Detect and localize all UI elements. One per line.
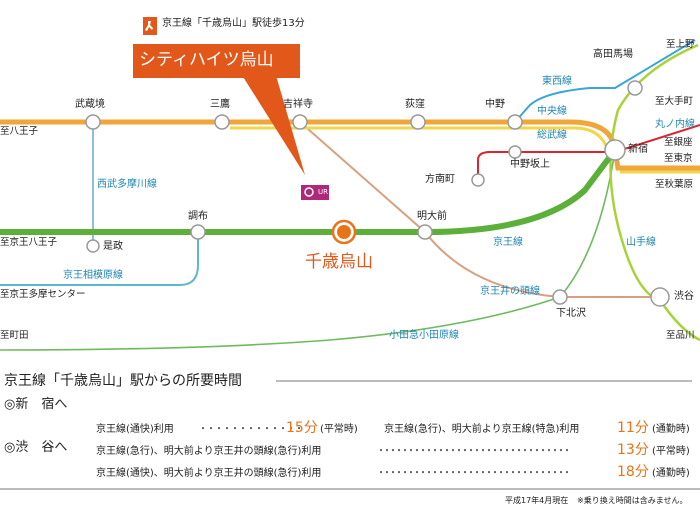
dest-shibuya: ◎渋 谷へ bbox=[4, 440, 68, 455]
line-label-odakyu: 小田急小田原線 bbox=[389, 330, 459, 341]
station-takadanobaba: 高田馬場 bbox=[593, 49, 633, 60]
station-marker-shimokitazawa bbox=[552, 289, 568, 305]
terminal-tokyo: 至東京 bbox=[664, 153, 693, 164]
ur-logo-text: UR bbox=[318, 188, 328, 196]
row2-route: 京王線(急行)、明大前より京王井の頭線(急行)利用 bbox=[96, 446, 322, 457]
station-marker-takadanobaba bbox=[627, 80, 643, 96]
line-label-yamanote: 山手線 bbox=[626, 237, 656, 248]
travel-title: 京王線「千歳烏山」駅からの所要時間 bbox=[4, 373, 242, 389]
station-marker-mitaka bbox=[214, 114, 230, 130]
terminal-ueno: 至上野 bbox=[666, 39, 695, 50]
station-nakano-sakaue: 中野坂上 bbox=[510, 159, 550, 170]
station-kichijoji: 吉祥寺 bbox=[283, 99, 313, 110]
property-callout-pointer bbox=[240, 72, 305, 175]
property-name: シティハイツ烏山 bbox=[139, 50, 274, 70]
walk-time-note: 京王線「千歳烏山」駅徒歩13分 bbox=[162, 18, 305, 29]
station-marker-honancho bbox=[471, 173, 485, 187]
property-label-box: シティハイツ烏山 bbox=[133, 44, 300, 78]
station-honancho: 方南町 bbox=[425, 174, 455, 185]
row2-note: (平常時) bbox=[652, 446, 690, 457]
terminal-machida: 至町田 bbox=[0, 330, 29, 341]
station-mitaka: 三鷹 bbox=[210, 99, 230, 110]
line-label-keio-sagamihara: 京王相模原線 bbox=[63, 270, 123, 281]
target-station-dot bbox=[337, 225, 351, 239]
station-markers bbox=[85, 80, 670, 307]
terminal-akihabara: 至秋葉原 bbox=[655, 179, 694, 190]
station-shinjuku: 新宿 bbox=[628, 144, 648, 155]
row1-time2: 11分 bbox=[617, 420, 649, 436]
odakyu-line bbox=[0, 149, 616, 351]
row1-route: 京王線(通快)利用 bbox=[96, 424, 174, 435]
station-marker-shibuya bbox=[650, 287, 670, 307]
station-marker-koremasa bbox=[86, 239, 100, 253]
station-marker-ogikubo bbox=[410, 114, 426, 130]
terminal-shinagawa: 至品川 bbox=[666, 330, 695, 341]
row3-route: 京王線(通快)、明大前より京王井の頭線(急行)利用 bbox=[96, 468, 322, 479]
line-label-seibu-tamagawa: 西武多摩川線 bbox=[97, 179, 157, 190]
station-nakano: 中野 bbox=[485, 99, 505, 110]
station-meidaimae: 明大前 bbox=[417, 211, 447, 222]
footnote-date: 平成17年4月現在 bbox=[505, 496, 569, 505]
row1-time: 15分 bbox=[286, 420, 318, 436]
line-label-marunouchi: 丸ノ内線 bbox=[655, 119, 695, 130]
row3-dots: ・・・・・・・・・・・・・・・・・・・・・・・・・・・・・・・・ bbox=[376, 468, 572, 479]
terminal-keio-hachioji: 至京王八王子 bbox=[0, 237, 58, 248]
terminal-ginza: 至銀座 bbox=[664, 137, 693, 148]
station-marker-nakano bbox=[507, 114, 523, 130]
terminal-tama-center: 至京王多摩センター bbox=[0, 289, 86, 300]
station-marker-kichijoji bbox=[292, 114, 308, 130]
footnote-transfer: ※乗り換え時間は含みません。 bbox=[577, 496, 688, 505]
marunouchi-line bbox=[477, 124, 700, 180]
row2-dots: ・・・・・・・・・・・・・・・・・・・・・・・・・・・・・・・・ bbox=[376, 446, 572, 457]
line-label-tozai: 東西線 bbox=[542, 76, 572, 87]
terminal-hachioji: 至八王子 bbox=[0, 126, 39, 137]
dest-shinjuku: ◎新 宿へ bbox=[4, 397, 68, 412]
station-marker-nakano-sakaue bbox=[508, 145, 522, 159]
station-ogikubo: 荻窪 bbox=[405, 99, 425, 110]
station-shibuya: 渋谷 bbox=[674, 291, 694, 302]
station-musashisakai: 武蔵境 bbox=[75, 99, 105, 110]
line-label-inokashira: 京王井の頭線 bbox=[480, 286, 540, 297]
row1-note2: (通勤時) bbox=[652, 424, 690, 435]
station-shimokitazawa: 下北沢 bbox=[556, 308, 586, 319]
row1-note: (平常時) bbox=[320, 424, 358, 435]
station-chofu: 調布 bbox=[188, 211, 208, 222]
station-marker-musashisakai bbox=[85, 114, 101, 130]
row3-note: (通勤時) bbox=[652, 468, 690, 479]
station-koremasa: 是政 bbox=[103, 241, 123, 252]
line-label-chuo: 中央線 bbox=[537, 106, 567, 117]
tozai-line bbox=[514, 39, 696, 123]
keio-line bbox=[0, 148, 618, 235]
row1-dots: ・・・・・・・・・・・・・ bbox=[198, 424, 304, 435]
inokashira-line bbox=[299, 121, 660, 298]
keio-sagamihara-line bbox=[0, 232, 199, 286]
row1-route2: 京王線(急行)、明大前より京王線(特急)利用 bbox=[384, 424, 580, 435]
station-chitose-karasuyama: 千歳烏山 bbox=[305, 252, 373, 272]
row2-time: 13分 bbox=[617, 442, 649, 458]
line-label-keio: 京王線 bbox=[493, 237, 523, 248]
row3-time: 18分 bbox=[617, 464, 649, 480]
station-marker-shinjuku bbox=[604, 139, 626, 161]
line-label-sobu: 総武線 bbox=[537, 130, 567, 141]
station-marker-meidaimae bbox=[417, 224, 433, 240]
station-marker-chofu bbox=[190, 224, 206, 240]
terminal-otemachi: 至大手町 bbox=[655, 96, 694, 107]
